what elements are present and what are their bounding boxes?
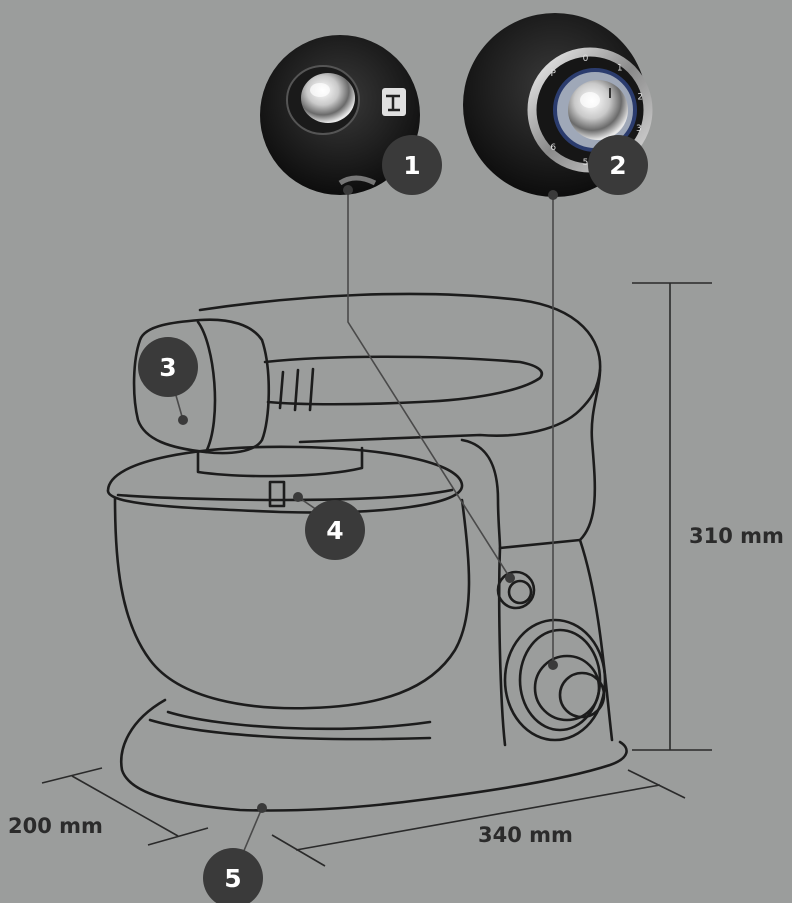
svg-text:5: 5 (224, 864, 241, 893)
callout-badge-4: 4 (305, 500, 365, 560)
speed-dial (503, 618, 607, 742)
dial-mark: 0 (583, 54, 589, 64)
mixer-front-cap (132, 318, 271, 455)
mixer-symbol-icon (382, 88, 406, 116)
callout-badge-1: 1 (382, 135, 442, 195)
svg-text:2: 2 (609, 151, 626, 180)
closeup-tilt-button (260, 35, 420, 195)
svg-text:4: 4 (326, 516, 343, 545)
dial-mark: 6 (550, 143, 556, 153)
leader-dots (178, 185, 558, 813)
dial-mark: P (550, 69, 556, 79)
mixer-base (119, 698, 628, 812)
svg-text:3: 3 (159, 353, 176, 382)
dimension-lines (41, 282, 712, 867)
callout-badge-5: 5 (203, 848, 263, 903)
dial-mark: 3 (636, 124, 642, 134)
depth-label: 200 mm (8, 814, 103, 838)
height-label: 310 mm (689, 524, 784, 548)
svg-text:1: 1 (403, 151, 420, 180)
mixer-head (198, 292, 602, 444)
width-label: 340 mm (478, 823, 573, 847)
callout-badge-3: 3 (138, 337, 198, 397)
dial-mark: 2 (637, 93, 643, 103)
dial-mark: 5 (583, 158, 589, 168)
dial-mark: 1 (617, 63, 623, 73)
mixer-bowl (113, 496, 471, 710)
tilt-button (496, 570, 536, 610)
closeup-speed-dial: 0123456P (463, 13, 653, 197)
stand-mixer-drawing (106, 292, 628, 812)
mixer-bowl-rim (106, 445, 464, 514)
callout-badge-2: 2 (588, 135, 648, 195)
